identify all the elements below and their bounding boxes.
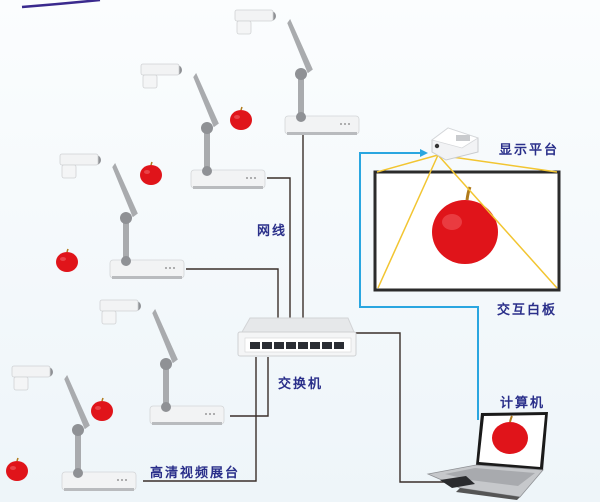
decorative-stroke bbox=[21, 0, 101, 9]
network-switch bbox=[237, 317, 357, 357]
apple-icon bbox=[139, 161, 163, 186]
label-hd-visualizer: 高清视频展台 bbox=[150, 466, 241, 481]
label-interactive-whiteboard: 交互白板 bbox=[497, 303, 558, 318]
label-display-platform: 显示平台 bbox=[499, 143, 560, 158]
switch-ports bbox=[250, 342, 344, 349]
arrow-icon bbox=[420, 149, 428, 157]
hd-visualizer-1 bbox=[234, 9, 360, 136]
video-link bbox=[359, 152, 479, 420]
hd-visualizer-4 bbox=[99, 299, 225, 426]
projection-beams bbox=[376, 154, 558, 289]
interactive-whiteboard bbox=[373, 170, 561, 292]
apple-icon bbox=[5, 457, 29, 482]
apple-icon bbox=[432, 186, 498, 264]
label-computer: 计算机 bbox=[500, 396, 546, 411]
label-network-cable: 网线 bbox=[257, 224, 288, 239]
apple-icon bbox=[90, 397, 114, 422]
projector bbox=[431, 127, 479, 161]
apple-icon bbox=[229, 106, 253, 131]
laptop-computer bbox=[426, 412, 548, 500]
hd-visualizer-5 bbox=[11, 365, 137, 492]
apple-icon bbox=[492, 415, 528, 454]
hd-visualizer-3 bbox=[59, 153, 185, 280]
label-switch: 交换机 bbox=[278, 377, 324, 392]
apple-icon bbox=[55, 248, 79, 273]
